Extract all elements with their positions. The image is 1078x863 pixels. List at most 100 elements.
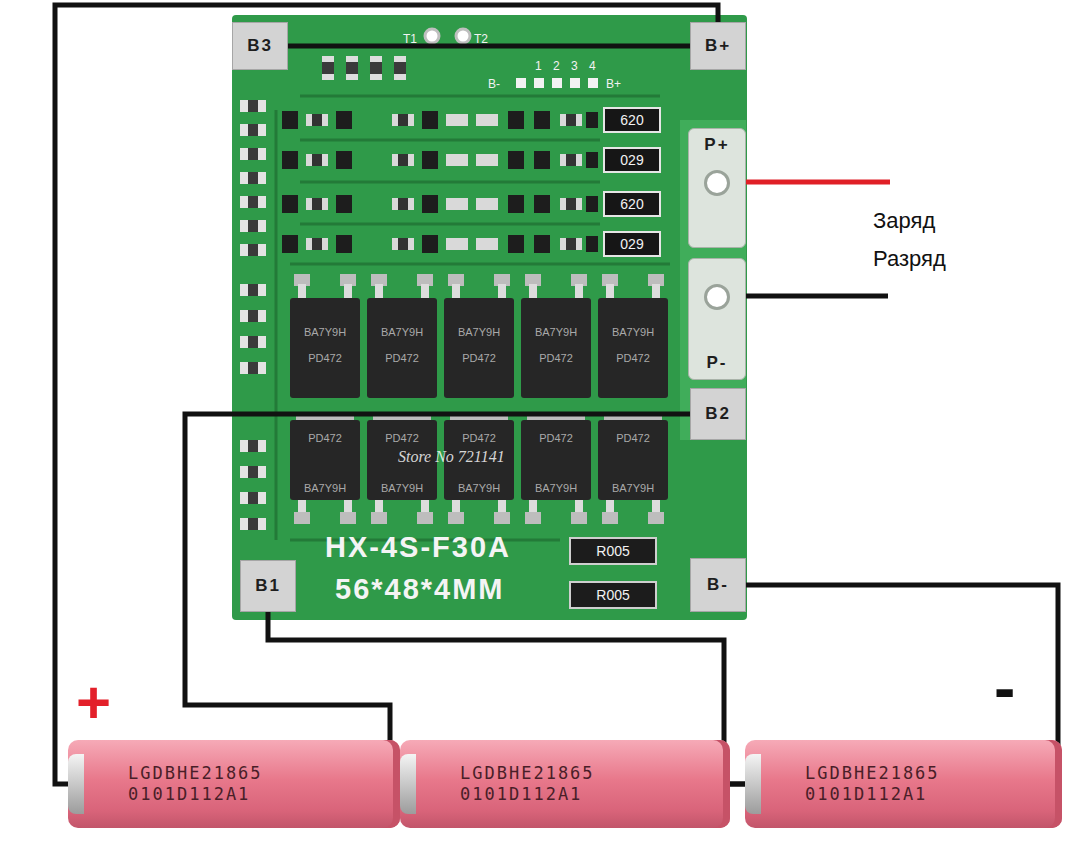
mosfet-marking: BA7Y9H [458,482,500,495]
cell-marking: 0101D112A1 [128,784,400,805]
pin-label: B+ [606,78,621,92]
smd-resistor [346,56,358,80]
test-point [456,29,470,43]
shunt-resistor [604,148,660,172]
mosfet-marking: PD472 [539,432,573,445]
mosfet-marking: PD472 [308,432,342,445]
cell-marking: 0101D112A1 [805,784,1062,805]
shunt-resistor [604,108,660,132]
header-hole [588,78,598,88]
solder-pad: B2 [690,388,746,440]
mosfet-marking: PD472 [385,352,419,365]
mosfet [444,414,514,524]
smd-part [240,492,266,504]
pcb-trace [276,96,670,540]
pad-label: B1 [255,576,281,596]
smd-part [240,244,266,256]
mosfet-marking: BA7Y9H [535,482,577,495]
smd-row [282,195,598,213]
smd-part [240,220,266,232]
mosfet [290,274,360,398]
smd-resistor [370,62,382,74]
mosfet [521,414,591,524]
resistor-marking: R005 [596,538,629,564]
battery-cell: LGDBHE218650101D112A1 [745,740,1062,828]
resistor-marking: 620 [620,108,643,132]
smd-row [282,151,598,169]
pad-label: B+ [705,36,731,56]
copper-area [680,120,746,440]
smd-resistor [394,62,406,74]
smd-resistor [322,62,334,74]
smd-part [240,466,266,478]
test-point-label: T2 [474,33,488,47]
mosfet-marking: PD472 [462,352,496,365]
battery-terminal [745,754,761,814]
pad-label: B3 [247,36,273,56]
cell-marking: LGDBHE21865 [128,763,400,784]
mosfet [444,274,514,398]
solder-pad: B- [690,558,746,612]
pcb-board [232,15,747,620]
mosfet-marking: BA7Y9H [381,326,423,339]
mosfet-marking: PD472 [616,352,650,365]
charge-wire-plus [746,180,890,185]
watermark: Store No 721141 [398,448,505,466]
bms-board: HX-4S-F30A56*48*4MMB3B+P+P-B2B1B- [232,15,747,620]
mosfet [598,274,668,398]
mosfet [367,274,437,398]
pin-label: 3 [571,60,578,74]
solder-pad: B1 [240,560,296,612]
cell-marking: LGDBHE21865 [460,763,730,784]
pad-label: B- [707,575,729,595]
smd-resistor [394,56,406,80]
smd-part [240,440,266,452]
mosfet [290,414,360,524]
solder-hole [704,284,730,310]
smd-row [282,235,598,253]
board-marking: HX-4S-F30A [325,531,511,564]
smd-resistor [370,56,382,80]
test-point-label: T1 [403,33,417,47]
resistor-marking: R005 [596,582,629,608]
smd-part [240,100,266,112]
mosfet-marking: BA7Y9H [458,326,500,339]
resistor-marking: 029 [620,232,643,256]
output-pad: P+ [688,128,746,248]
smd-part [240,518,266,530]
cell-marking: 0101D112A1 [460,784,730,805]
header-hole [534,78,544,88]
polarity-sign: + [76,668,111,737]
header-hole [552,78,562,88]
mosfet-marking: BA7Y9H [612,482,654,495]
pin-label: 2 [553,60,560,74]
header-hole [516,78,526,88]
smd-resistor [346,62,358,74]
shunt-resistor [604,232,660,256]
pad-label: P+ [704,135,729,155]
wire [185,414,690,784]
shunt-resistor [604,192,660,216]
smd-row [282,111,598,129]
current-shunt [570,582,656,608]
smd-part [240,310,266,322]
wire [55,5,718,784]
smd-part [240,172,266,184]
mosfet-marking: BA7Y9H [612,326,654,339]
battery-cell: LGDBHE218650101D112A1 [400,740,730,828]
smd-part [240,362,266,374]
battery-terminal [400,754,416,814]
resistor-marking: 620 [620,192,643,216]
smd-resistor [322,56,334,80]
solder-pad: B3 [232,22,288,70]
board-marking: 56*48*4MM [335,573,505,606]
mosfet-marking: PD472 [616,432,650,445]
polarity-sign: - [994,652,1015,726]
pad-label: B2 [705,404,731,424]
pin-label: 1 [535,60,542,74]
wire [730,782,745,787]
output-pad: P- [688,258,746,380]
pin-label: B- [488,78,500,92]
